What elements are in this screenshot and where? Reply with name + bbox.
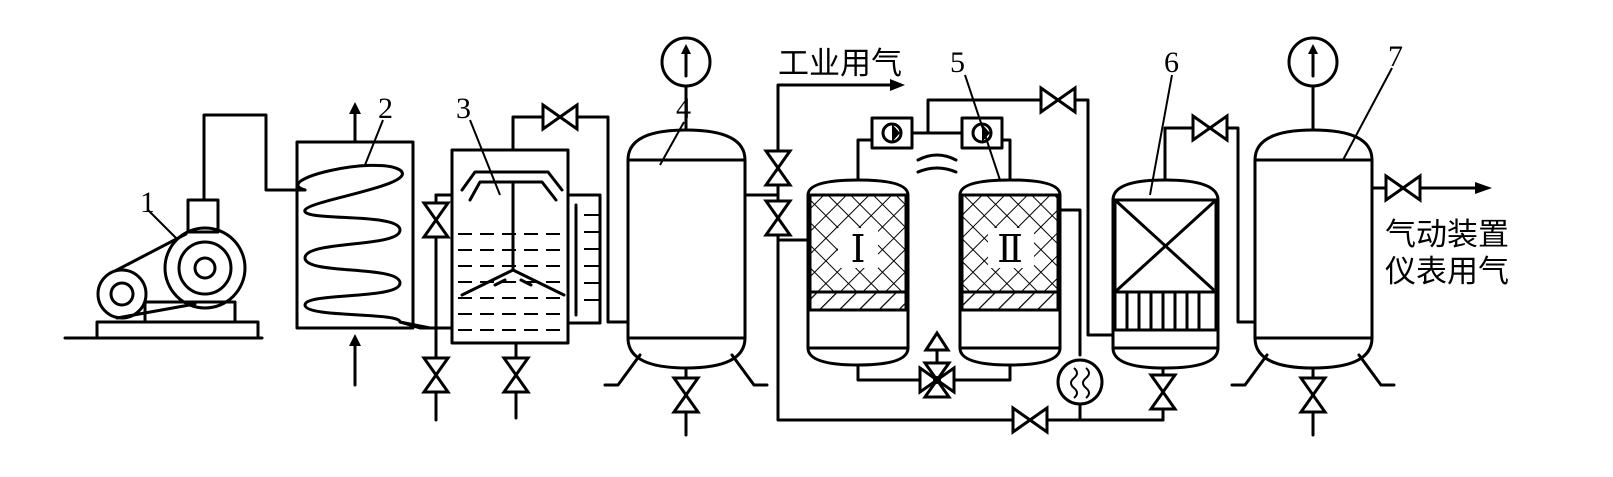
oil-water-separator [450,103,630,420]
air-receiver-2 [1230,36,1492,437]
cone-baffle [460,268,566,297]
label-7: 7 [1388,40,1403,73]
industrial-air-label: 工业用气 [778,46,902,82]
label-3: 3 [456,92,471,125]
industrial-air-valve-icon[interactable] [764,149,792,187]
dryer-1-top-pipe [856,138,874,182]
check-valve-1-arrow [892,124,900,142]
gauge-2-needle-tip [1308,44,1318,54]
leader-2 [364,119,384,166]
industrial-air-line [776,83,897,197]
compressor-base [95,320,260,340]
compressor-discharge-pipe [202,113,307,202]
cooling-coil [296,163,432,330]
filter-support-grid [1113,290,1218,332]
industrial-air-arrow [890,79,905,91]
dryer-outlet-pipe [926,98,1115,337]
pneumatic-label-line1: 气动装置 [1385,217,1509,253]
pneumatic-label-line2: 仪表用气 [1385,254,1509,290]
heater-wave-2 [1082,367,1090,399]
cone-inner-l [493,278,507,287]
water-out-arrow [349,102,361,114]
dryer-inlet-valve-icon[interactable] [764,199,792,237]
valve-icon[interactable] [422,201,450,239]
pressure-gauge-icon [660,36,712,88]
receiver-2-drain-valve-icon[interactable] [1299,376,1327,414]
leader-1 [147,209,179,241]
side-gauge [566,193,602,325]
label-4: 4 [676,92,691,125]
supply-valve-icon[interactable] [1384,174,1422,202]
dryer-1-support [808,290,908,312]
cooler-outlet-pipe [398,320,454,330]
leader-6 [1149,74,1173,196]
dryer-1-label-bg [838,228,878,268]
dryer-outlet-valve-icon[interactable] [1039,86,1077,114]
orifice-upper [916,153,958,162]
filter-outlet-valve-icon[interactable] [1191,114,1229,142]
leader-3 [469,119,501,196]
separator-to-tank-pipe [511,115,630,324]
motor-pulley-outer [96,268,148,320]
heater-wave-1 [1070,367,1078,399]
receiver-leg-right [730,353,769,387]
filter-drain-valve-icon[interactable] [1149,373,1177,411]
dryer-2-label-bg [988,228,1034,268]
supply-arrow [1475,182,1492,194]
heater-icon [1056,358,1104,406]
heater-feed-pipe [1058,208,1082,357]
four-way-valve-icon[interactable] [918,361,956,399]
filter-shell [1111,178,1220,370]
receiver-2-leg-left [1230,353,1269,387]
adsorption-dryer-pair: Ⅰ Ⅱ [806,74,1115,399]
drain-valve-icon[interactable] [422,356,450,394]
liquid-level-dashes [458,233,564,331]
bypass-valve-icon[interactable] [1011,406,1049,434]
label-5: 5 [950,46,965,79]
compressor-casing [163,226,247,310]
belt-top [113,232,188,273]
water-in-arrow [349,334,361,346]
air-receiver-1 [603,36,769,437]
receiver-body [626,128,747,370]
leader-7 [1342,67,1393,161]
separator-inlet-branch [422,193,454,422]
check-valve-2-arrow [982,124,990,142]
compressor-ring [177,240,233,296]
label-6: 6 [1164,46,1179,79]
baffle-inner [468,180,558,202]
dryer-1-label: Ⅰ [850,229,865,271]
filter-vessel [1111,74,1257,422]
filter-outlet-pipe [1163,126,1257,324]
orifice-lower [916,166,958,174]
compressor [63,113,307,340]
motor-pulley-inner [109,281,135,307]
receiver-leg-left [603,353,642,387]
exhaust-arrow-icon [923,330,951,352]
receiver-2-body [1253,128,1374,370]
leader-4 [659,121,685,166]
dryer-2-support [960,290,1060,312]
heater [1056,208,1104,422]
gauge-needle-tip [681,44,691,54]
filter-media-diag-2 [1113,198,1218,294]
separator-drain-valve-icon[interactable] [502,356,530,394]
pressure-gauge-2-icon [1287,36,1339,88]
label-2: 2 [378,92,393,125]
aftercooler [295,102,454,387]
belt-bottom [115,302,197,320]
receiver-2-leg-right [1357,353,1396,387]
baffle-outer [460,170,564,192]
dryer-2-top-pipe [1000,138,1012,182]
leader-5 [964,74,1001,181]
separator-outlet-valve-icon[interactable] [541,103,579,131]
receiver-drain-valve-icon[interactable] [672,376,700,414]
dryer-2-label: Ⅱ [997,229,1023,271]
label-1: 1 [140,186,155,219]
compressor-hub [193,256,217,280]
